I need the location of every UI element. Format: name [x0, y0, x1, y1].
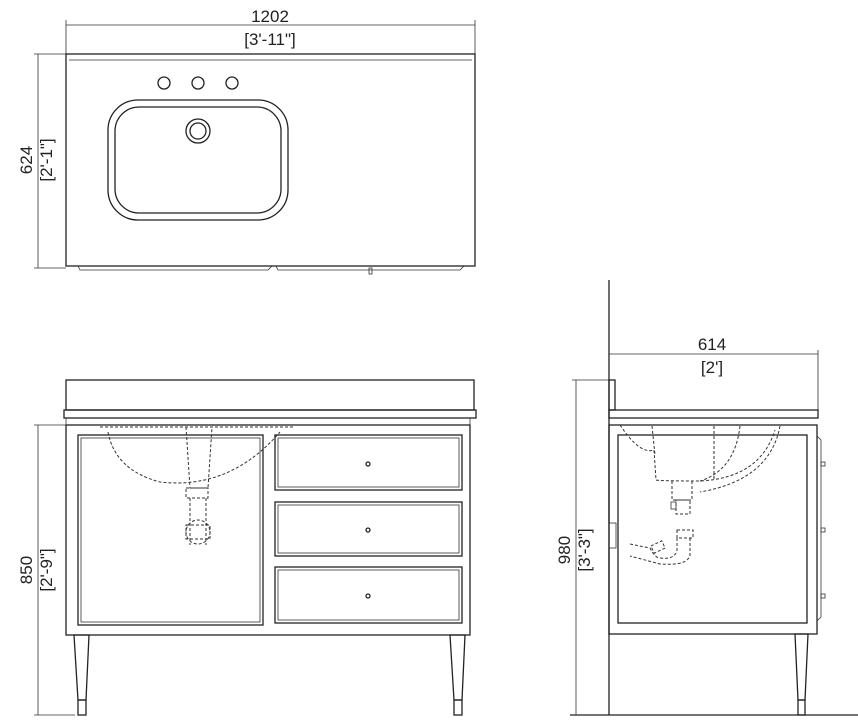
drawer	[274, 566, 463, 624]
width-dimension: 1202 [3'-11"]	[65, 7, 476, 54]
drawers	[274, 434, 463, 624]
drain-tab	[368, 267, 373, 275]
legs	[73, 634, 466, 716]
top-depth-mm: 624	[17, 146, 36, 174]
depth-dimension: 624 [2'-1"]	[17, 53, 66, 269]
knob-icon	[365, 593, 371, 599]
knob-icon	[365, 527, 371, 533]
front-view: 850 [2'-9"]	[17, 379, 477, 716]
countertop-outline	[65, 53, 476, 267]
backsplash	[65, 379, 475, 411]
wall-drain	[608, 522, 617, 549]
front-height-dimension: 850 [2'-9"]	[17, 424, 75, 716]
side-depth-mm: 614	[698, 335, 726, 354]
top-width-imperial: [3'-11"]	[244, 30, 296, 49]
side-countertop	[608, 409, 819, 419]
top-view: 1202 [3'-11"] 624 [2'-1"]	[17, 7, 476, 275]
side-height-imperial: [3'-3"]	[575, 528, 594, 571]
top-width-mm: 1202	[251, 7, 289, 26]
front-height-mm: 850	[17, 556, 36, 584]
leg	[73, 634, 90, 701]
side-cabinet-body	[608, 424, 818, 635]
faucet-hole	[157, 76, 171, 90]
side-depth-dimension: 614 [2']	[609, 335, 819, 410]
sink-basin-inner	[114, 106, 282, 214]
drawer	[274, 434, 463, 491]
front-height-imperial: [2'-9"]	[37, 548, 56, 591]
side-panel	[617, 434, 808, 624]
side-backsplash	[608, 379, 616, 411]
side-height-mm: 980	[555, 536, 574, 564]
hidden-sink-and-trap	[100, 426, 295, 545]
faucet-hole	[225, 76, 239, 90]
faucet-hole	[191, 76, 205, 90]
cabinet-door	[77, 434, 264, 626]
sink-basin-outer	[107, 99, 289, 221]
knob-icon	[820, 527, 826, 533]
knob-icon	[820, 593, 826, 599]
knob-icon	[365, 461, 371, 467]
leg	[449, 634, 466, 701]
drain-icon	[185, 118, 211, 144]
drawer	[274, 501, 463, 557]
side-depth-imperial: [2']	[701, 358, 723, 377]
cabinet-body	[65, 424, 471, 636]
countertop-edge	[63, 409, 477, 419]
side-view: 614 [2'] 980 [3'-3"]	[555, 280, 858, 716]
side-hidden-sink-and-trap	[608, 424, 781, 565]
knob-icon	[820, 461, 826, 467]
side-leg	[794, 633, 809, 716]
leg	[794, 633, 809, 701]
side-height-dimension: 980 [3'-3"]	[555, 379, 612, 715]
top-depth-imperial: [2'-1"]	[37, 138, 56, 181]
